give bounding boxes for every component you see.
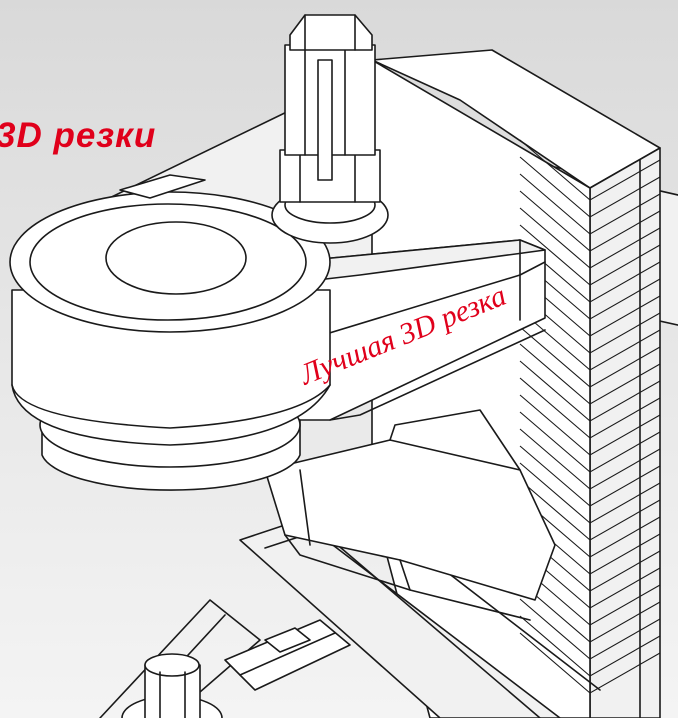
lamination-line bbox=[519, 139, 661, 201]
lamination-line bbox=[519, 326, 661, 388]
upper-spindle bbox=[271, 14, 389, 244]
page-title: 3D резки bbox=[0, 116, 157, 155]
lamination-line bbox=[519, 615, 661, 677]
lamination-line bbox=[519, 207, 661, 269]
turret bbox=[9, 174, 331, 491]
lamination-line bbox=[519, 343, 661, 405]
lamination-line bbox=[519, 462, 661, 524]
lamination-line bbox=[519, 156, 661, 218]
lamination-line bbox=[519, 394, 661, 456]
lamination-line bbox=[519, 564, 661, 626]
lamination-line bbox=[519, 428, 661, 490]
lamination-line bbox=[519, 479, 661, 541]
lamination-line bbox=[519, 496, 661, 558]
lamination-line bbox=[519, 360, 661, 422]
lamination-line bbox=[519, 632, 661, 694]
cutting-head bbox=[264, 409, 556, 621]
lamination-line bbox=[519, 224, 661, 286]
lamination-line bbox=[519, 598, 661, 660]
lamination-line bbox=[519, 581, 661, 643]
lamination-line bbox=[519, 190, 661, 252]
lamination-line bbox=[519, 411, 661, 473]
lamination-line bbox=[519, 445, 661, 507]
lamination-line bbox=[519, 377, 661, 439]
arm-beam bbox=[289, 239, 546, 421]
column-laminations bbox=[519, 139, 661, 694]
lower-bolt bbox=[121, 653, 223, 718]
lamination-line bbox=[519, 173, 661, 235]
